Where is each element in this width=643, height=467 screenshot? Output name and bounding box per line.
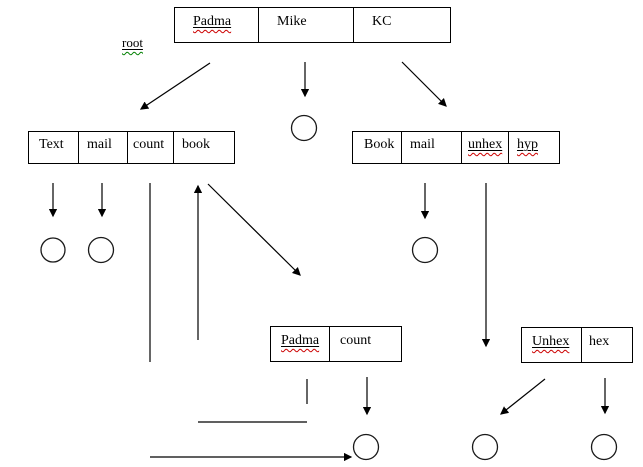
cell-midleaf-count: count [340,333,372,348]
cell-brleaf-hex: hex [589,334,610,349]
cell-root-mike: Mike [259,8,354,42]
spell-squiggle-wrap: Padma [193,14,232,29]
circle-under-root [290,114,318,142]
cell-root-padma: Padma [175,8,259,42]
cell-left-text: Text [29,132,79,163]
node-middle-leaf: Padma count [270,326,402,362]
spell-squiggle-wrap: unhex [468,137,503,152]
circle-under-text [40,237,66,263]
circle-under-right-mail [411,236,439,264]
circle-bottom-right-right [590,433,618,461]
node-bottom-right-leaf: Unhex hex [521,327,633,363]
arrow-root-to-right-internal [401,61,447,107]
cell-right-mail: mail [402,132,462,163]
node-root: Padma Mike KC [174,7,451,43]
spell-squiggle-wrap: Unhex [532,334,570,349]
root-pointer-label: root [122,35,143,51]
node-left-internal: Text mail count book [28,131,235,164]
cell-right-book: Book [353,132,402,163]
grammar-squiggle-wrap: root [122,35,143,50]
arrow-unhex-cell-diagonal [500,378,546,415]
cell-midleaf-padma: Padma [271,327,330,361]
cell-left-mail: mail [79,132,128,163]
cell-right-unhex: unhex [462,132,509,163]
spell-squiggle-wrap: Padma [281,333,320,348]
circle-bottom-right-left [471,433,499,461]
cell-brleaf-unhex: Unhex [522,328,582,362]
cell-right-hyp: hyp [509,132,559,163]
arrow-book-diagonal-down [207,183,301,276]
cell-left-book: book [182,137,210,152]
circle-bottom-middle [352,433,380,461]
spell-squiggle-wrap: hyp [517,137,538,152]
cell-left-count: count [128,132,174,163]
node-right-internal: Book mail unhex hyp [352,131,560,164]
circle-under-left-mail [87,236,115,264]
cell-root-kc: KC [372,14,392,29]
arrow-root-to-left-internal [139,62,211,110]
root-pointer-text: root [122,35,143,50]
